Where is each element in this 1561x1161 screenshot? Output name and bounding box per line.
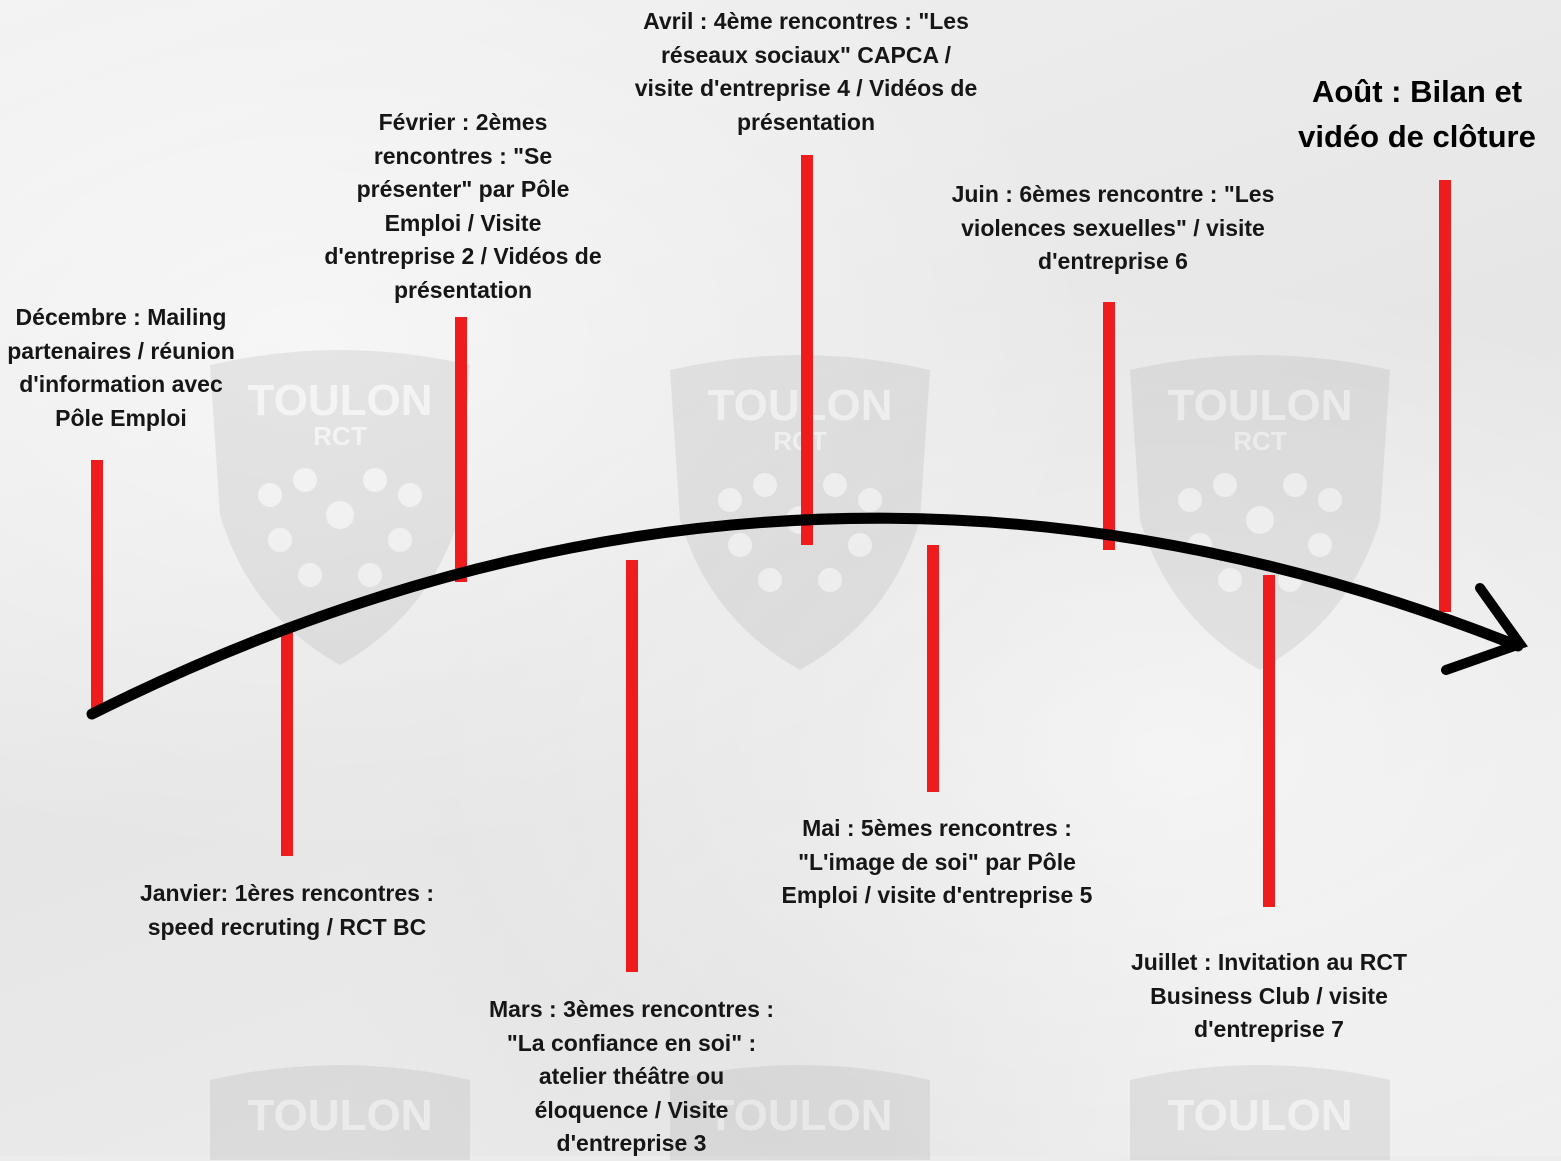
stem-aout [1439,180,1451,612]
stem-mars [626,560,638,972]
watermark-shield: TOULON [650,1060,950,1160]
stem-janvier [281,630,293,856]
milestone-stems [91,155,1451,972]
stem-fevrier [455,317,467,582]
milestone-label-aout: Août : Bilan et vidéo de clôture [1298,74,1536,154]
svg-text:RCT: RCT [1233,426,1287,456]
timeline-arrow-curve [86,512,1524,720]
svg-text:TOULON: TOULON [708,1091,893,1140]
milestone-label-juillet: Juillet : Invitation au RCT Business Clu… [1130,949,1407,1042]
stem-mai [927,545,939,792]
watermark-shield: TOULON RCT [650,350,950,680]
stem-juin [1103,302,1115,550]
svg-text:TOULON: TOULON [708,381,893,430]
svg-text:TOULON: TOULON [248,1091,433,1140]
stem-decembre [91,460,103,712]
stem-juillet [1263,575,1275,907]
svg-text:RCT: RCT [773,426,827,456]
watermark-shield: TOULON [1110,1060,1410,1160]
svg-text:TOULON: TOULON [1168,1091,1353,1140]
milestone-label-mai: Mai : 5èmes rencontres : "L'image de soi… [781,815,1093,908]
arrow-head-icon [1441,583,1528,675]
svg-text:TOULON: TOULON [1168,381,1353,430]
stem-avril [801,155,813,545]
milestone-label-avril: Avril : 4ème rencontres : "Les réseaux s… [634,8,978,135]
milestone-label-decembre: Décembre : Mailing partenaires / réunion… [7,304,235,431]
svg-text:TOULON: TOULON [248,376,433,425]
milestone-label-janvier: Janvier: 1ères rencontres : speed recrut… [139,880,435,940]
milestone-label-fevrier: Février : 2èmes rencontres : "Se présent… [324,109,602,303]
milestone-label-juin: Juin : 6èmes rencontre : "Les violences … [951,181,1275,274]
watermark-shield: TOULON [190,1060,490,1160]
milestone-label-mars: Mars : 3èmes rencontres : "La confiance … [488,996,775,1156]
watermark-shield: TOULON RCT [1110,350,1410,680]
svg-text:RCT: RCT [313,421,367,451]
